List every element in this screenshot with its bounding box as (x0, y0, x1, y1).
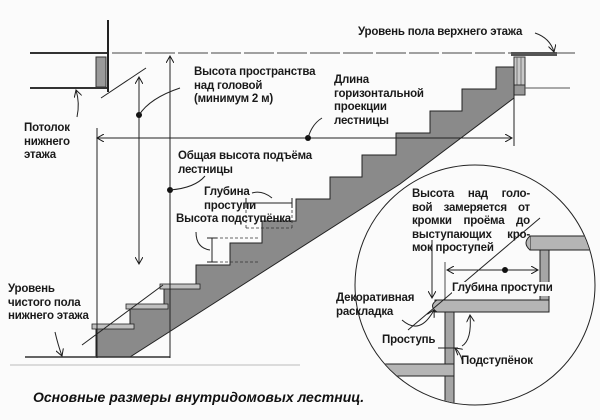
headroom-note-line: мок проступей (412, 242, 494, 254)
upper-floor-slab-left (30, 20, 109, 92)
headroom-note-line: Высота над голо- (412, 188, 530, 200)
nosing-line-upper (100, 67, 147, 99)
upper-floor-pointer (534, 32, 554, 52)
headroom-note-line: вой замеряется от (412, 201, 530, 214)
upper-floor-slab-right (511, 52, 570, 96)
tread-riser-dimension (195, 191, 293, 263)
headroom-note-line: кромки проёма до (412, 215, 530, 227)
label-decorative-molding: Декоративная раскладка (336, 292, 415, 318)
diagram-caption: Основные размеры внутридомовых лестниц. (33, 389, 365, 405)
lower-floor-pointer (54, 331, 62, 356)
label-horizontal-length: Длина горизонтальной проекции лестницы (334, 74, 424, 127)
label-total-rise: Общая высота подъёма лестницы (178, 150, 312, 176)
lower-ceiling-pointer (76, 90, 78, 118)
headroom-note-line: выступающих кро- (412, 228, 530, 241)
stair-treads (91, 283, 201, 330)
label-lower-floor-level: Уровень чистого пола нижнего этажа (8, 283, 89, 322)
label-headroom-height: Высота пространства над головой (минимум… (194, 66, 316, 105)
label-riser: Подступёнок (461, 355, 533, 367)
label-riser-height: Высота подступёнка (176, 213, 291, 225)
label-tread: Проступь (382, 334, 436, 346)
nosing-line-lower (81, 284, 164, 346)
label-detail-tread-depth: Глубина проступи (452, 282, 553, 296)
label-tread-depth: Глубина проступи (204, 186, 256, 212)
label-lower-ceiling: Потолок нижнего этажа (24, 122, 70, 161)
label-headroom-note: Высота над голо- вой замеряется от кромк… (412, 188, 530, 256)
label-upper-floor-level: Уровень пола верхнего этажа (358, 26, 523, 38)
